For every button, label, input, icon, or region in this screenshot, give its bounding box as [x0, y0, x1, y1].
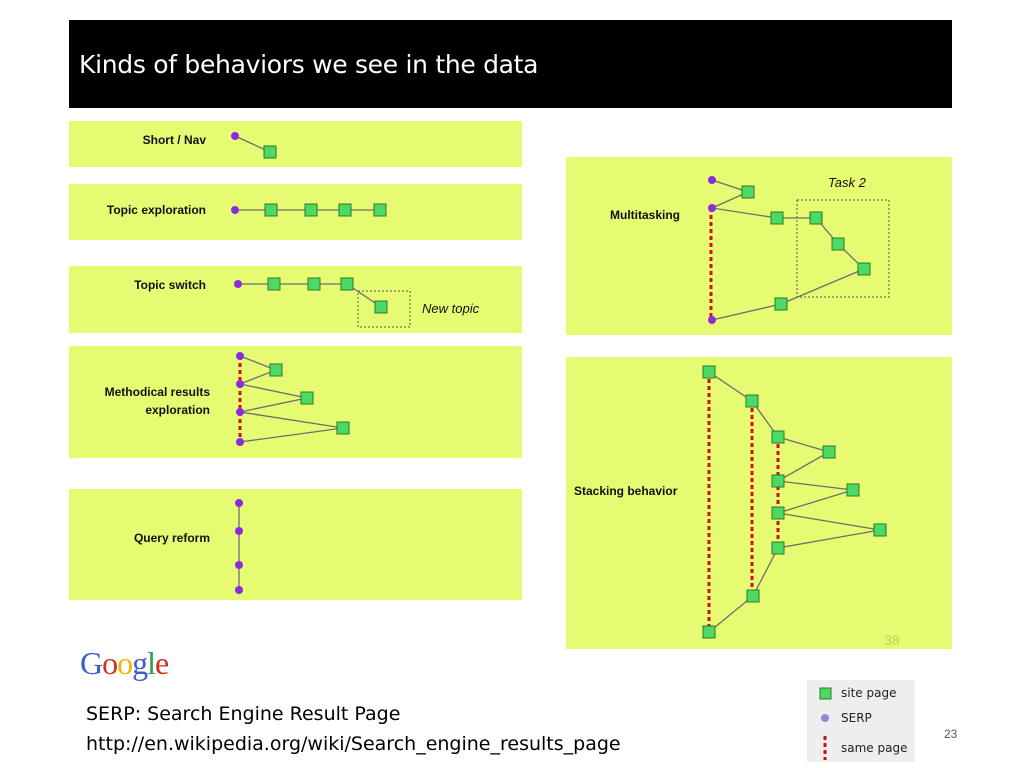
label-stacking: Stacking behavior [574, 484, 678, 498]
site-node [269, 363, 283, 377]
label-task2: Task 2 [828, 175, 866, 190]
legend-serp-label: SERP [841, 711, 872, 725]
panel-multitasking [566, 157, 952, 335]
serp-node [236, 380, 244, 388]
serp-node [234, 280, 242, 288]
site-node [300, 391, 314, 405]
site-node [702, 365, 716, 379]
serp-node [236, 408, 244, 416]
footer-serp-definition: SERP: Search Engine Result Page [86, 703, 401, 725]
serp-node [231, 206, 239, 214]
label-topic-switch: Topic switch [134, 278, 206, 292]
serp-node [708, 176, 716, 184]
panel-query-reform [69, 489, 522, 600]
site-node [873, 523, 887, 537]
legend-serp-icon [821, 714, 829, 722]
site-node [340, 277, 354, 291]
label-methodical-2: exploration [145, 403, 210, 417]
serp-node [235, 586, 243, 594]
dashed-boxes [357, 199, 890, 328]
site-node [267, 277, 281, 291]
site-node [336, 421, 350, 435]
footer-wikipedia-link[interactable]: http://en.wikipedia.org/wiki/Search_engi… [86, 733, 621, 755]
connectors [234, 135, 881, 633]
serp-node [708, 204, 716, 212]
panel-watermark: 38 [884, 632, 900, 648]
label-query-reform: Query reform [133, 531, 210, 545]
label-topic-exploration: Topic exploration [106, 203, 206, 217]
header-bar: Kinds of behaviors we see in the data [69, 20, 952, 108]
serp-nodes [231, 132, 716, 594]
site-node [831, 237, 845, 251]
site-node [264, 203, 278, 217]
site-node [774, 297, 788, 311]
task2-box [796, 199, 890, 298]
site-node [857, 262, 871, 276]
site-node [741, 185, 755, 199]
legend-same-page-label: same page [841, 741, 908, 755]
new-topic-box [357, 290, 411, 328]
red-same-page-lines [238, 208, 780, 632]
site-node [746, 589, 760, 603]
site-node [374, 300, 388, 314]
site-node [307, 277, 321, 291]
panel-topic-exploration [69, 184, 522, 240]
site-node [373, 203, 387, 217]
serp-node [235, 527, 243, 535]
site-node [846, 483, 860, 497]
site-node [809, 211, 823, 225]
site-node [770, 211, 784, 225]
label-methodical-1: Methodical results [104, 385, 210, 399]
serp-node [236, 352, 244, 360]
site-node [745, 394, 759, 408]
slide-number: 23 [944, 727, 958, 741]
label-new-topic: New topic [422, 301, 480, 316]
site-node [702, 625, 716, 639]
site-nodes [263, 145, 887, 639]
serp-node [236, 438, 244, 446]
site-node [338, 203, 352, 217]
panel-short-nav [69, 121, 522, 167]
legend-same-page-icon [823, 736, 827, 760]
legend-site-page-icon [819, 687, 832, 700]
site-node [263, 145, 277, 159]
serp-node [708, 316, 716, 324]
site-node [304, 203, 318, 217]
google-logo: Google [80, 645, 169, 681]
site-node [771, 541, 785, 555]
site-node [771, 474, 785, 488]
site-node [822, 445, 836, 459]
serp-node [235, 561, 243, 569]
serp-node [235, 499, 243, 507]
site-node [771, 430, 785, 444]
label-multitasking: Multitasking [610, 208, 681, 222]
serp-node [231, 132, 239, 140]
legend: site page SERP same page [807, 680, 915, 762]
legend-site-page-label: site page [841, 686, 897, 700]
panel-methodical [69, 346, 522, 458]
label-short-nav: Short / Nav [142, 133, 206, 147]
page-title: Kinds of behaviors we see in the data [79, 50, 539, 79]
panel-topic-switch [69, 266, 522, 333]
site-node [771, 506, 785, 520]
